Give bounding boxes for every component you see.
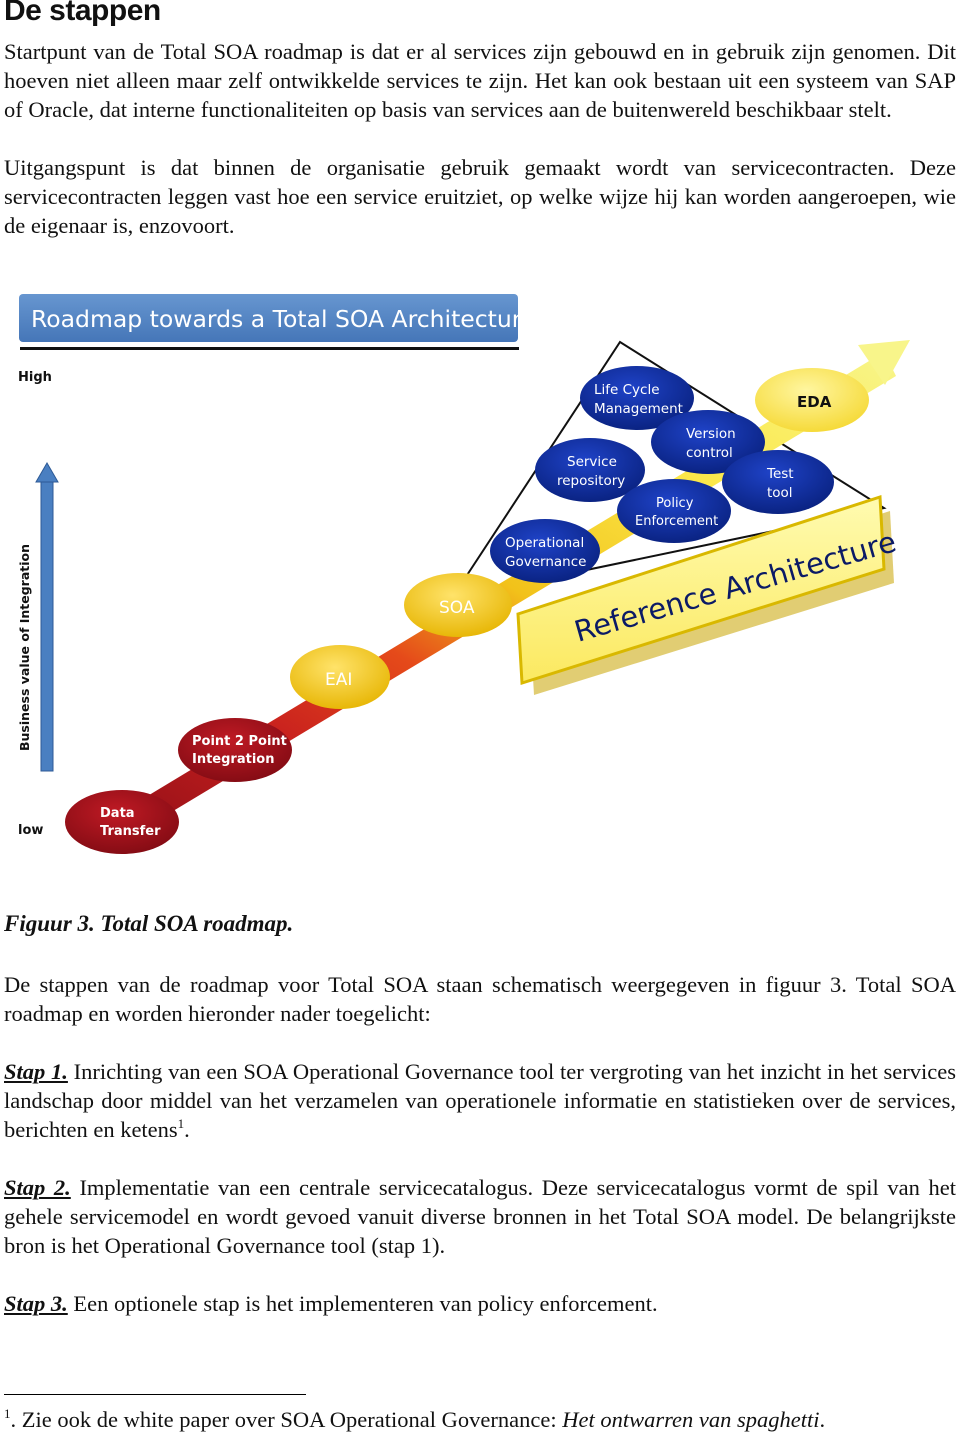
svg-text:EAI: EAI	[325, 670, 352, 690]
y-axis: High low Business value of Integration	[17, 370, 59, 838]
step-3-label: Stap 3.	[4, 1291, 68, 1316]
step-3-paragraph: Stap 3. Een optionele stap is het implem…	[4, 1289, 956, 1318]
step-1-paragraph: Stap 1. Inrichting van een SOA Operation…	[4, 1059, 957, 1142]
section-heading: De stappen	[4, 0, 161, 27]
figure-caption: Figuur 3. Total SOA roadmap.	[4, 911, 294, 936]
step-2-paragraph: Stap 2. Implementatie van een centrale s…	[4, 1173, 956, 1260]
footnote-mark: 1	[4, 1406, 11, 1421]
path-arrow-head-icon	[858, 340, 910, 385]
step-1-text: Inrichting van een SOA Operational Gover…	[4, 1059, 957, 1142]
footnote: 1. Zie ook de white paper over SOA Opera…	[4, 1406, 826, 1432]
figure-title-bar: Roadmap towards a Total SOA Architecture	[19, 294, 535, 350]
intro-paragraph-2: Uitgangspunt is dat binnen de organisati…	[4, 155, 956, 238]
axis-low-label: low	[18, 823, 43, 838]
step-3-text: Een optionele stap is het implementeren …	[67, 1291, 658, 1316]
step-eda: EDA	[755, 368, 869, 432]
body-lead-paragraph: De stappen van de roadmap voor Total SOA…	[4, 972, 956, 1026]
footnote-title: Het ontwarren van spaghetti	[562, 1407, 820, 1432]
svg-text:SOA: SOA	[439, 598, 475, 618]
footnote-divider	[4, 1394, 306, 1395]
step-eai: EAI	[290, 645, 390, 709]
step-soa: SOA	[404, 573, 512, 637]
svg-text:EDA: EDA	[797, 393, 832, 411]
roadmap-figure: Roadmap towards a Total SOA Architecture…	[0, 285, 960, 895]
figure-title: Roadmap towards a Total SOA Architecture	[31, 305, 535, 333]
step-1-label: Stap 1.	[4, 1059, 68, 1084]
axis-high-label: High	[18, 370, 52, 385]
footnote-reference[interactable]: 1	[177, 1116, 185, 1131]
step-2-text: Implementatie van een centrale serviceca…	[4, 1175, 957, 1258]
axis-label: Business value of Integration	[17, 544, 32, 751]
axis-arrow-icon	[35, 462, 59, 483]
roadmap-diagram: Roadmap towards a Total SOA Architecture…	[17, 294, 910, 854]
intro-paragraph-1: Startpunt van de Total SOA roadmap is da…	[4, 39, 956, 122]
step-2-label: Stap 2.	[4, 1175, 71, 1200]
